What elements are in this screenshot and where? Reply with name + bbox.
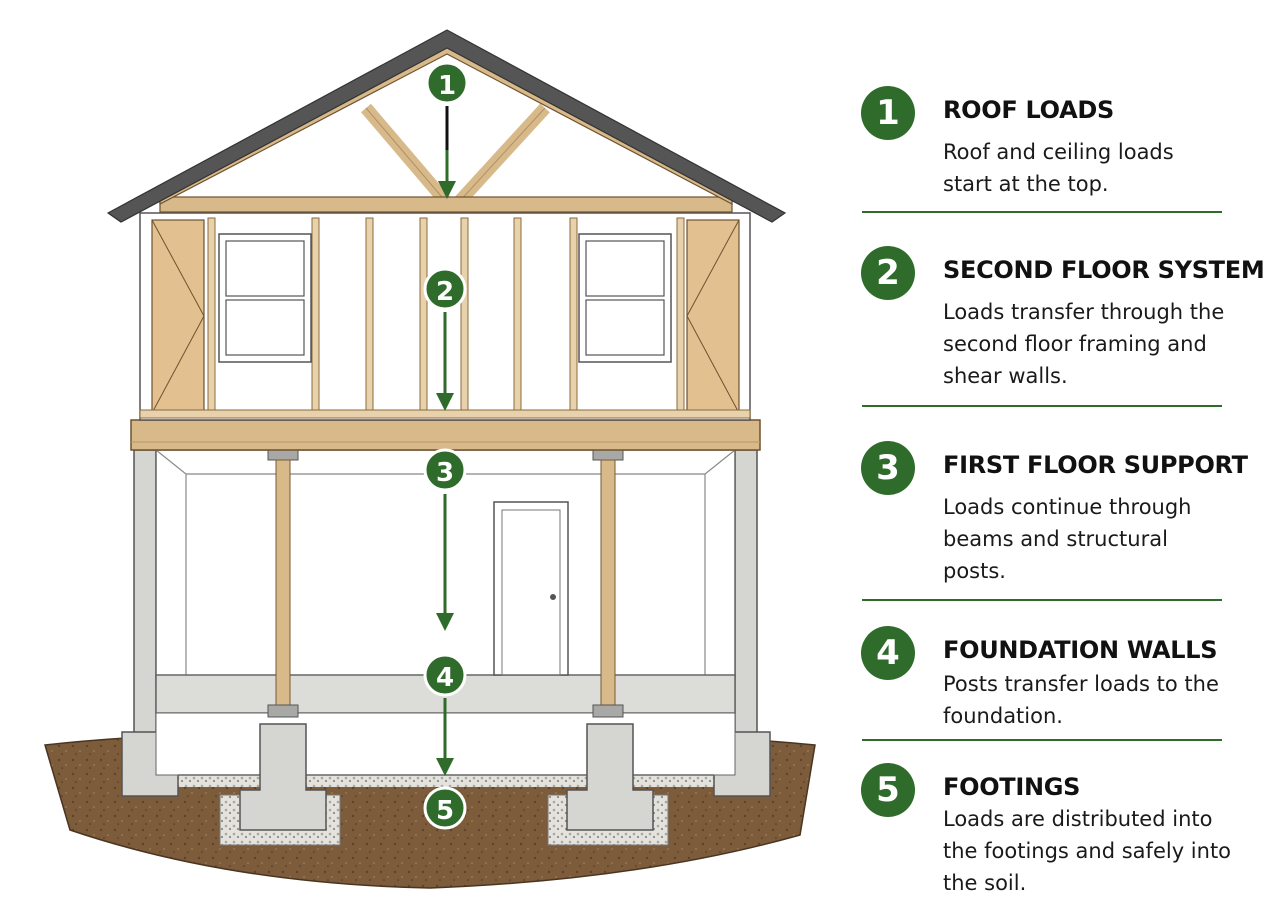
- marker-1: 1: [425, 61, 469, 105]
- divider: [862, 211, 1222, 213]
- legend-step-5: 5 FOOTINGS Loads are distributed into th…: [858, 755, 1248, 905]
- step-title: ROOF LOADS: [943, 96, 1115, 124]
- step-number-badge: 2: [861, 246, 915, 300]
- marker-number: 3: [436, 458, 454, 488]
- pier-footing-right: [566, 723, 654, 831]
- shear-wall-left: [151, 219, 205, 414]
- marker-number: 4: [436, 663, 454, 693]
- marker-number: 1: [438, 71, 456, 101]
- marker-3: 3: [423, 448, 467, 492]
- marker-4: 4: [423, 653, 467, 697]
- legend-step-3: 3 FIRST FLOOR SUPPORT Loads continue thr…: [858, 433, 1248, 593]
- foundation-wall-right: [734, 449, 758, 735]
- floor-beam: [130, 419, 761, 451]
- step-description: Loads continue through beams and structu…: [943, 495, 1192, 583]
- house-load-path-diagram: 1 2 3 4 5: [44, 29, 816, 889]
- step-number-badge: 1: [861, 86, 915, 140]
- step-number-badge: 5: [861, 763, 915, 817]
- divider: [862, 599, 1222, 601]
- window-left: [218, 233, 312, 363]
- wall-studs: [207, 217, 685, 415]
- window-right: [578, 233, 672, 363]
- legend-step-4: 4 FOUNDATION WALLS Posts transfer loads …: [858, 618, 1248, 738]
- foundation-wall-left: [133, 449, 157, 735]
- step-number-badge: 3: [861, 441, 915, 495]
- divider: [862, 405, 1222, 407]
- step-title: SECOND FLOOR SYSTEM: [943, 256, 1265, 284]
- post-base-right: [592, 704, 624, 718]
- pier-footing-left: [239, 723, 327, 831]
- marker-number: 5: [436, 796, 454, 826]
- divider: [862, 739, 1222, 741]
- marker-5: 5: [423, 786, 467, 830]
- load-path: [436, 106, 456, 776]
- step-description: Loads are distributed into the footings …: [943, 807, 1232, 895]
- step-title: FOUNDATION WALLS: [943, 636, 1218, 664]
- step-number-badge: 4: [861, 626, 915, 680]
- gravel-strip: [160, 775, 720, 787]
- marker-2: 2: [423, 267, 467, 311]
- marker-number: 2: [436, 277, 454, 307]
- basement-door: [493, 501, 569, 676]
- step-description: Roof and ceiling loads start at the top.: [943, 140, 1174, 196]
- legend-step-1: 1 ROOF LOADS Roof and ceiling loads star…: [858, 78, 1248, 208]
- step-title: FOOTINGS: [943, 773, 1081, 801]
- door-knob: [550, 594, 556, 600]
- post-left: [275, 459, 291, 706]
- legend-step-2: 2 SECOND FLOOR SYSTEM Loads transfer thr…: [858, 238, 1265, 398]
- step-description: Posts transfer loads to the foundation.: [943, 672, 1219, 728]
- step-title: FIRST FLOOR SUPPORT: [943, 451, 1248, 479]
- shear-wall-right: [686, 219, 740, 414]
- ceiling-joist: [159, 196, 733, 213]
- step-description: Loads transfer through the second floor …: [943, 300, 1225, 388]
- post-right: [600, 459, 616, 706]
- post-base-left: [267, 704, 299, 718]
